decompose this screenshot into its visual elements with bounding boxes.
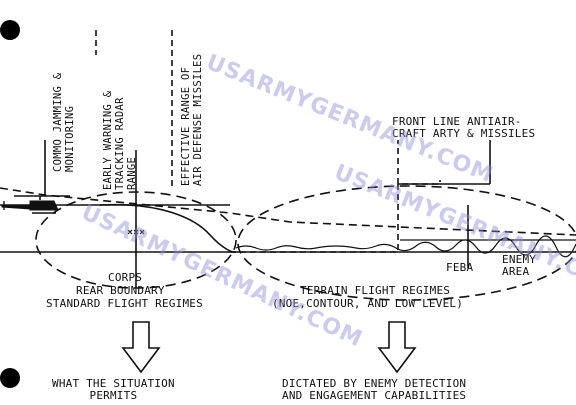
front-line-label: FRONT LINE ANTIAIR- CRAFT ARTY & MISSILE… bbox=[392, 116, 535, 140]
commo-jamming-label: COMMO JAMMING & MONITORING bbox=[52, 73, 76, 172]
enemy-area-label: ENEMY AREA bbox=[502, 254, 536, 278]
downward-arrow-icon bbox=[123, 322, 159, 372]
what-situation-label: WHAT THE SITUATION PERMITS bbox=[52, 378, 175, 402]
commo-jamming-range-line bbox=[0, 188, 576, 235]
downward-arrow-icon bbox=[379, 322, 415, 372]
terrain-sub-label: (NOE,CONTOUR, AND LOW LEVEL) bbox=[272, 298, 463, 310]
air-defense-envelope bbox=[0, 205, 236, 252]
dictated-by-label: DICTATED BY ENEMY DETECTION AND ENGAGEME… bbox=[282, 378, 466, 402]
front-line-aa-profile bbox=[230, 180, 440, 252]
feba-label: FEBA bbox=[446, 262, 473, 274]
early-warning-label: EARLY WARNING & TRACKING RADAR RANGE bbox=[102, 91, 138, 190]
standard-regimes-label: STANDARD FLIGHT REGIMES bbox=[46, 298, 203, 310]
terrain-regimes-label: TERRAIN FLIGHT REGIMES bbox=[300, 285, 450, 297]
corps-label: CORPS bbox=[108, 272, 142, 284]
effective-range-label: EFFECTIVE RANGE OF AIR DEFENSE MISSILES bbox=[180, 54, 204, 186]
terrain-regimes-ellipse bbox=[238, 186, 576, 300]
rear-boundary-label: REAR BOUNDARY bbox=[76, 285, 165, 297]
